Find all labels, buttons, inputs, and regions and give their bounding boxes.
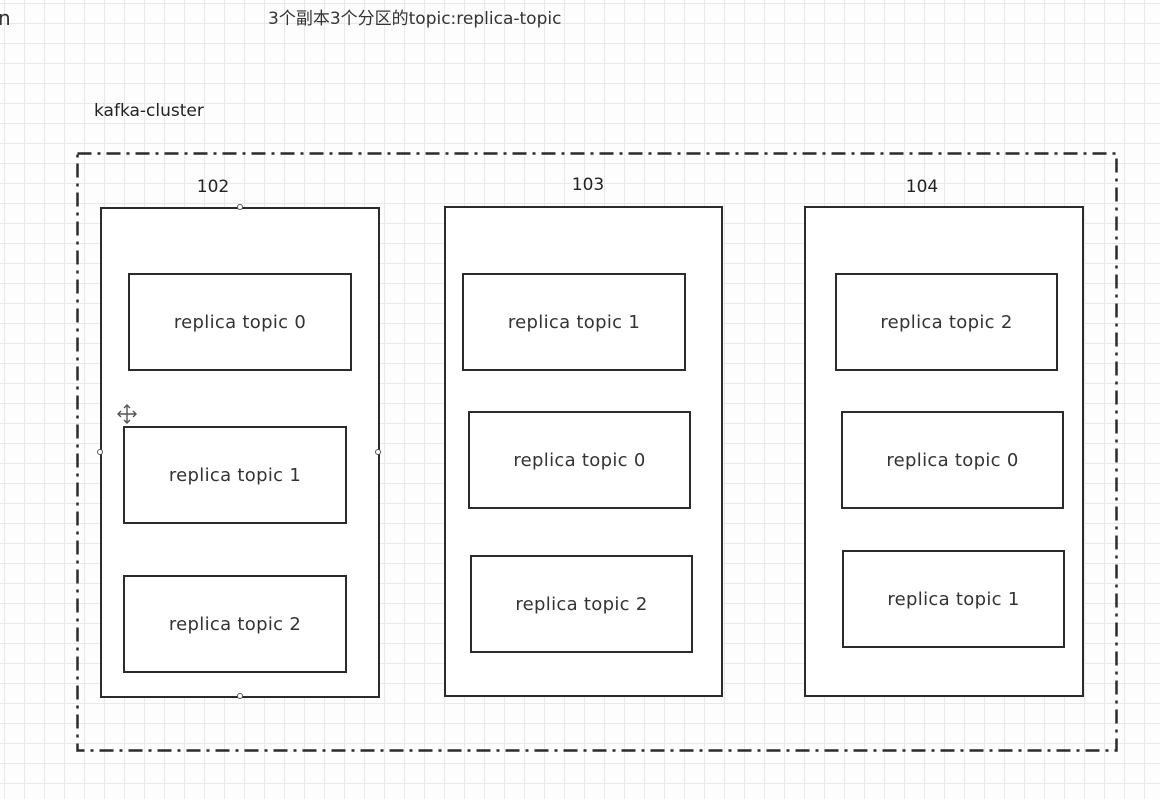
replica-box-103-3[interactable]: replica topic 2: [470, 555, 693, 653]
cluster-border[interactable]: [76, 152, 1118, 752]
selection-handle-top[interactable]: [237, 204, 243, 210]
broker-label-102: 102: [196, 177, 230, 197]
diagram-title: 3个副本3个分区的topic:replica-topic: [268, 9, 562, 29]
replica-box-103-1[interactable]: replica topic 1: [462, 273, 686, 371]
move-cursor-icon: [117, 404, 137, 424]
selection-handle-right[interactable]: [375, 449, 381, 455]
replica-box-104-1[interactable]: replica topic 2: [835, 273, 1058, 371]
replica-box-104-3[interactable]: replica topic 1: [842, 550, 1065, 648]
replica-box-102-1[interactable]: replica topic 0: [128, 273, 352, 371]
selection-handle-bottom[interactable]: [237, 693, 243, 699]
replica-box-102-2[interactable]: replica topic 1: [123, 426, 347, 524]
replica-box-104-2[interactable]: replica topic 0: [841, 411, 1064, 509]
cluster-label: kafka-cluster: [94, 101, 204, 121]
broker-label-104: 104: [905, 177, 939, 197]
broker-label-103: 103: [571, 175, 605, 195]
selection-handle-left[interactable]: [97, 449, 103, 455]
corner-glyph: n: [0, 6, 11, 30]
replica-box-102-3[interactable]: replica topic 2: [123, 575, 347, 673]
replica-box-103-2[interactable]: replica topic 0: [468, 411, 691, 509]
